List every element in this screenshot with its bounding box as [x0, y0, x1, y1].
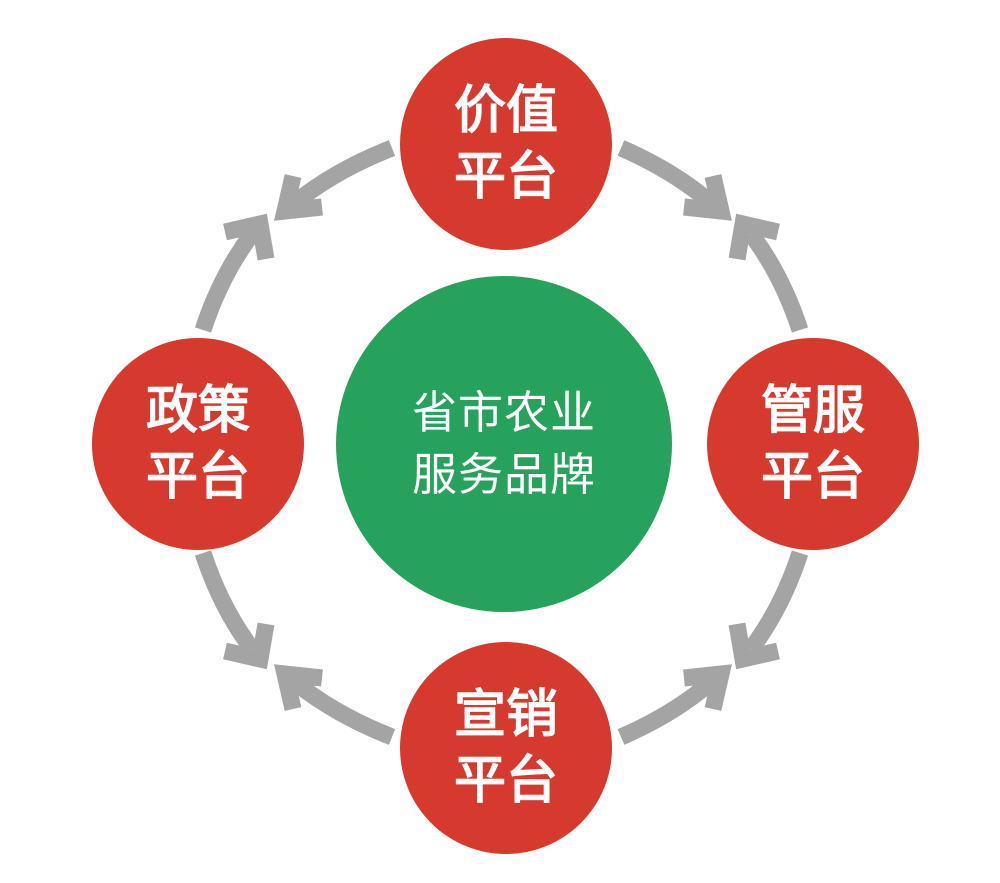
center-node: 省市农业 服务品牌	[336, 276, 672, 612]
top-node: 价值 平台	[400, 38, 612, 250]
top-node-line-1: 价值	[453, 81, 558, 141]
arrow-left-to-bottom-icon	[194, 550, 275, 670]
left-node-line-2: 平台	[145, 447, 250, 507]
arrow-top-to-right-icon	[617, 140, 732, 221]
right-node: 管服 平台	[707, 338, 919, 550]
right-node-line-1: 管服	[760, 381, 865, 441]
arrow-top-to-left-icon	[274, 140, 396, 221]
arrow-right-to-bottom-icon	[728, 550, 809, 670]
right-node-line-2: 平台	[760, 447, 865, 507]
arrow-bottom-to-left-icon	[274, 664, 396, 745]
arrow-right-to-top-icon	[728, 213, 809, 333]
left-node: 政策 平台	[92, 338, 304, 550]
bottom-node-line-1: 宣销	[453, 685, 558, 745]
center-node-line-1: 省市农业	[411, 386, 596, 439]
arrow-left-to-top-icon	[194, 213, 275, 333]
bottom-node-line-2: 平台	[453, 751, 558, 811]
center-node-line-2: 服务品牌	[411, 448, 596, 501]
arrow-bottom-to-right-icon	[617, 664, 732, 745]
left-node-line-1: 政策	[145, 381, 250, 441]
top-node-line-2: 平台	[453, 147, 558, 207]
bottom-node: 宣销 平台	[400, 642, 612, 854]
